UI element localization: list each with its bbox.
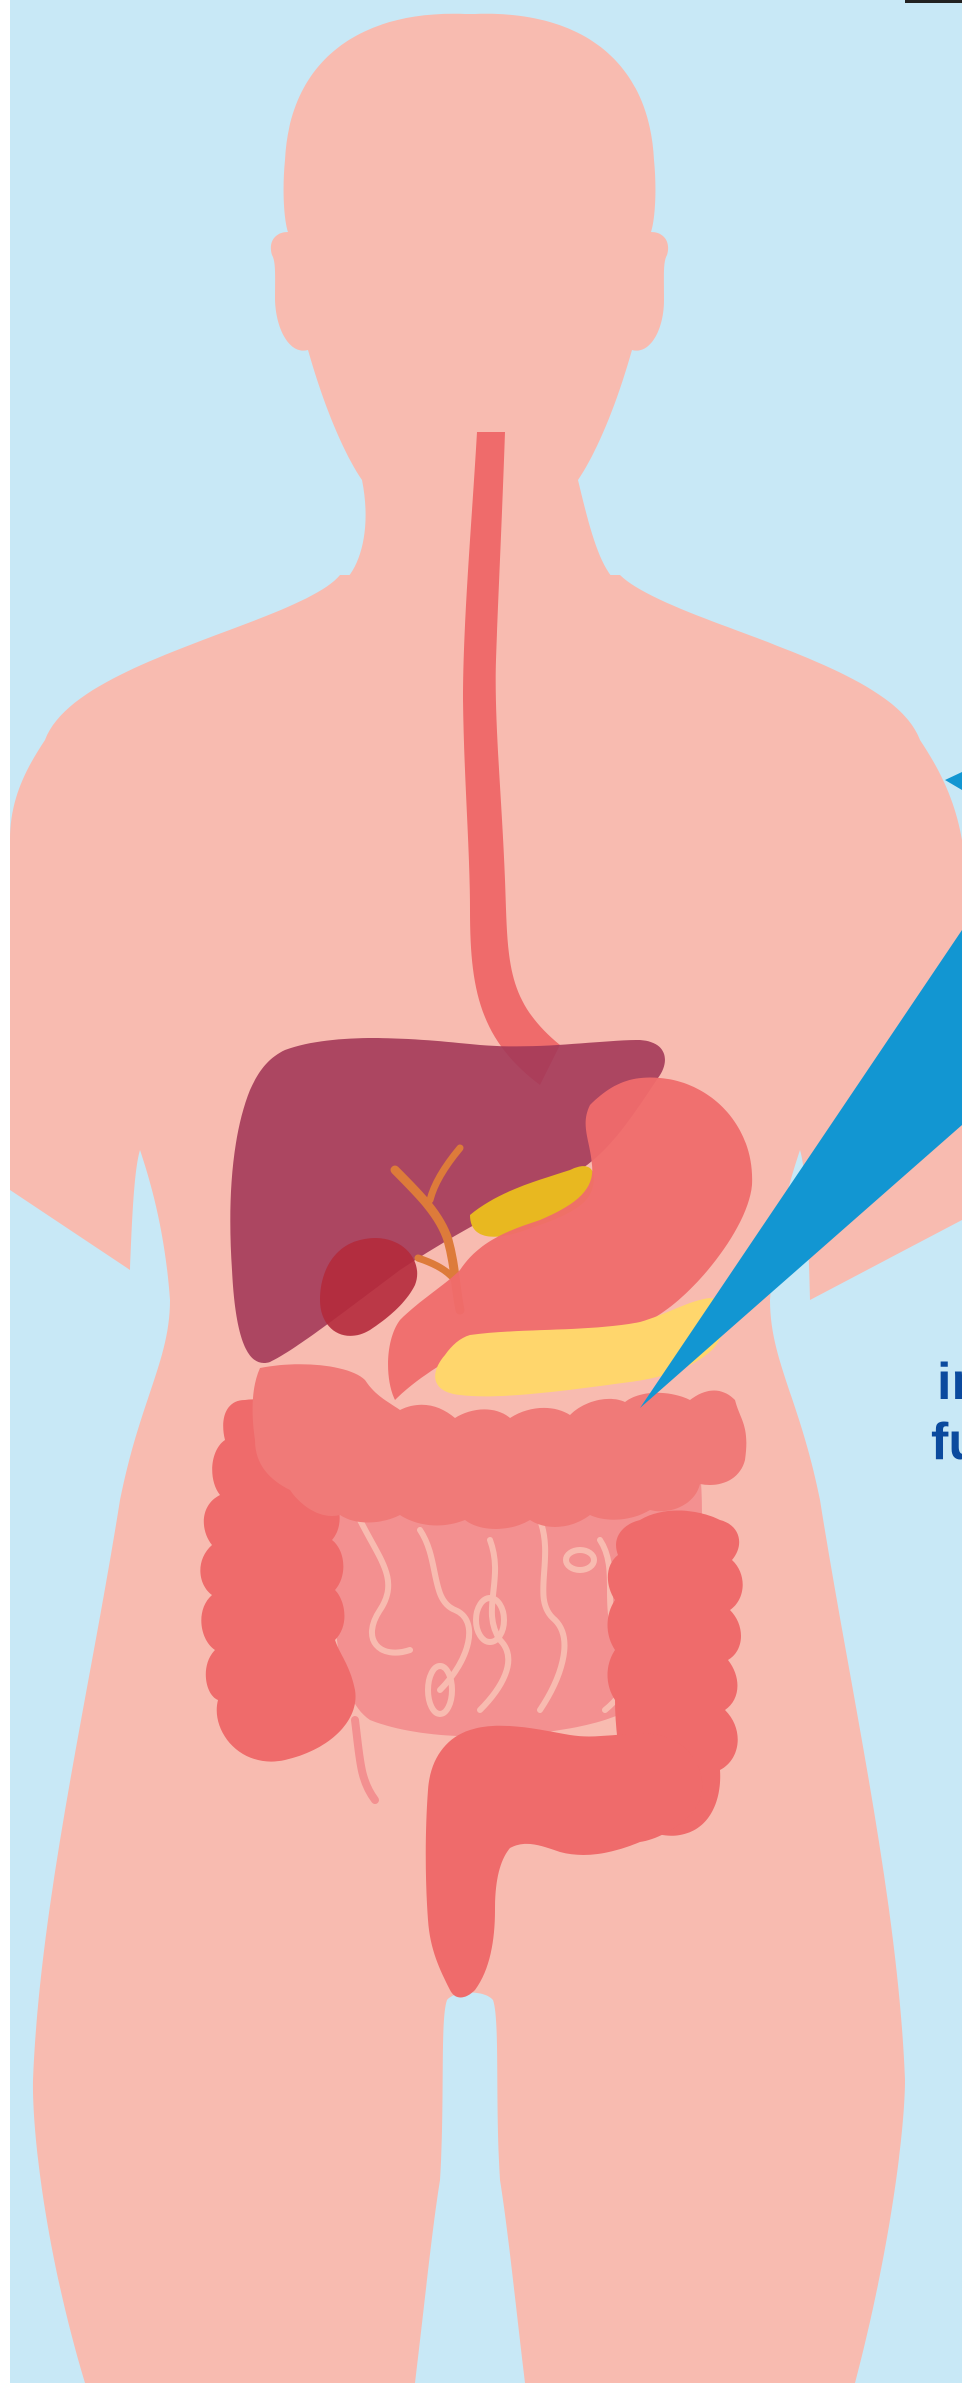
top-right-mark xyxy=(905,0,962,3)
callout-text-line-2: fu xyxy=(931,1412,962,1472)
left-white-strip xyxy=(0,0,10,2383)
callout-text-line-1: in xyxy=(937,1352,962,1412)
